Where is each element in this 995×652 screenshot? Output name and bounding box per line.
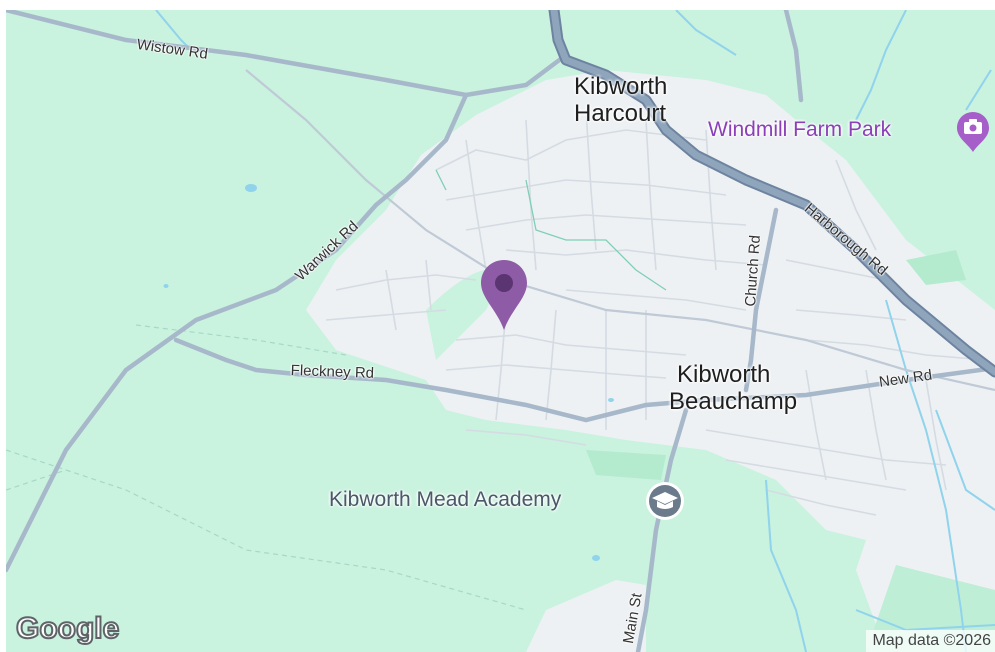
map-pin-icon[interactable] [479, 258, 529, 332]
urban-area-kibworth [306, 70, 995, 550]
place-label-kibworth-beauchamp: Kibworth Beauchamp [669, 361, 797, 415]
place-label-line: Harcourt [574, 100, 667, 127]
poi-label-kibworth-mead-academy[interactable]: Kibworth Mead Academy [329, 488, 562, 511]
camera-icon[interactable] [956, 110, 990, 154]
map-attribution[interactable]: Map data ©2026 [866, 630, 995, 652]
green-patch [586, 450, 666, 480]
place-label-kibworth-harcourt: Kibworth Harcourt [574, 73, 667, 127]
graduation-cap-icon[interactable] [644, 480, 686, 522]
google-logo: Google [15, 611, 120, 646]
poi-label-windmill-farm-park[interactable]: Windmill Farm Park [708, 118, 892, 141]
place-label-line: Beauchamp [669, 388, 798, 415]
place-label-line: Kibworth [677, 361, 771, 388]
place-label-line: Kibworth [574, 73, 668, 100]
green-patch [906, 250, 966, 285]
urban-area-south [526, 580, 646, 652]
road-label-fleckney-rd: Fleckney Rd [290, 362, 375, 382]
map-canvas[interactable]: Wistow Rd Warwick Rd Fleckney Rd Church … [6, 10, 995, 652]
